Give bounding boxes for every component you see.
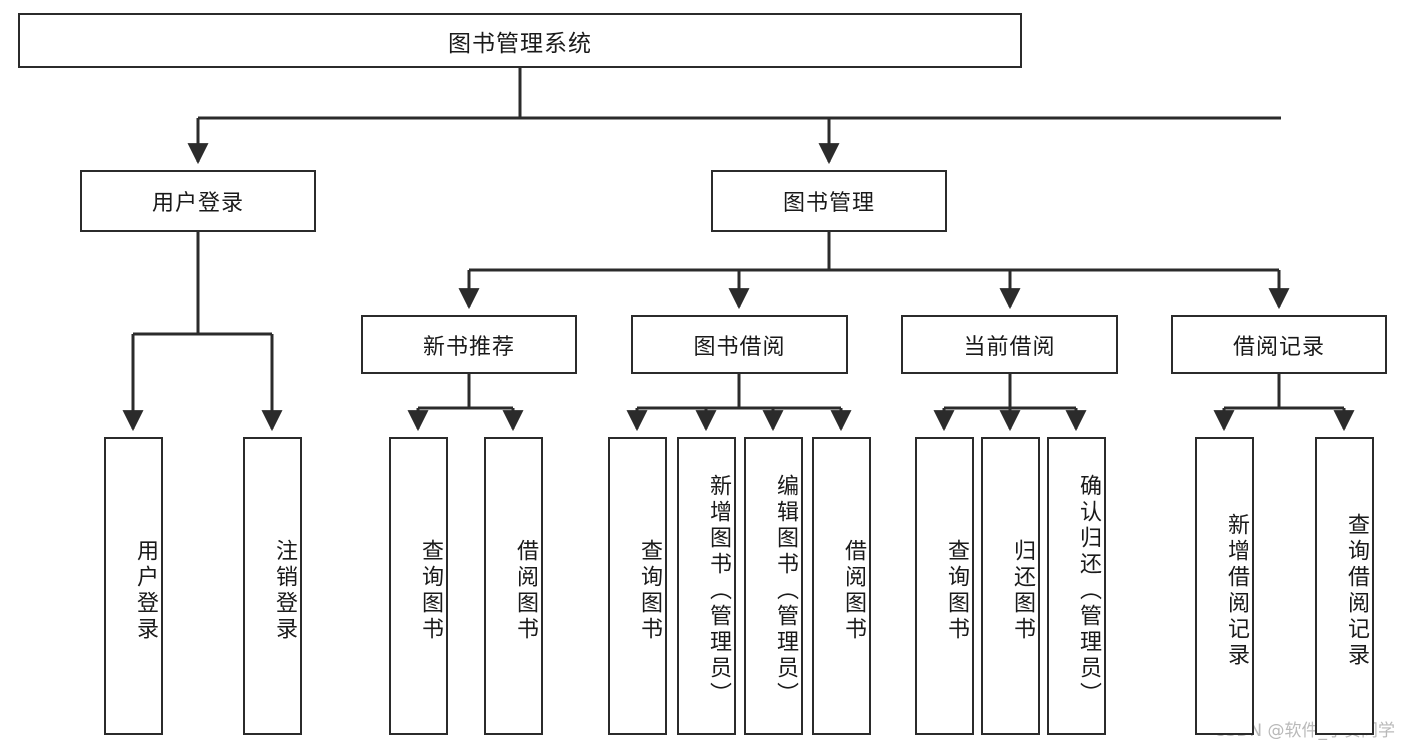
node-leaf-2[interactable]: 查询图书 bbox=[389, 437, 448, 735]
node-leaf-8[interactable]: 查询图书 bbox=[915, 437, 974, 735]
node-leaf-12[interactable]: 查询借阅记录 bbox=[1315, 437, 1374, 735]
node-leaf-5[interactable]: 新增图书（管理员） bbox=[677, 437, 736, 735]
node-leaf-10[interactable]: 确认归还（管理员） bbox=[1047, 437, 1106, 735]
node-leaf-9[interactable]: 归还图书 bbox=[981, 437, 1040, 735]
node-level2-1[interactable]: 图书管理 bbox=[711, 170, 947, 232]
node-root-system[interactable]: 图书管理系统 bbox=[18, 13, 1022, 68]
node-leaf-3[interactable]: 借阅图书 bbox=[484, 437, 543, 735]
node-level3-2[interactable]: 当前借阅 bbox=[901, 315, 1118, 374]
node-level3-3[interactable]: 借阅记录 bbox=[1171, 315, 1387, 374]
node-leaf-7[interactable]: 借阅图书 bbox=[812, 437, 871, 735]
node-leaf-0[interactable]: 用户登录 bbox=[104, 437, 163, 735]
node-leaf-1[interactable]: 注销登录 bbox=[243, 437, 302, 735]
node-leaf-4[interactable]: 查询图书 bbox=[608, 437, 667, 735]
node-leaf-6[interactable]: 编辑图书（管理员） bbox=[744, 437, 803, 735]
node-level3-0[interactable]: 新书推荐 bbox=[361, 315, 577, 374]
node-leaf-11[interactable]: 新增借阅记录 bbox=[1195, 437, 1254, 735]
node-level2-0[interactable]: 用户登录 bbox=[80, 170, 316, 232]
node-level3-1[interactable]: 图书借阅 bbox=[631, 315, 848, 374]
